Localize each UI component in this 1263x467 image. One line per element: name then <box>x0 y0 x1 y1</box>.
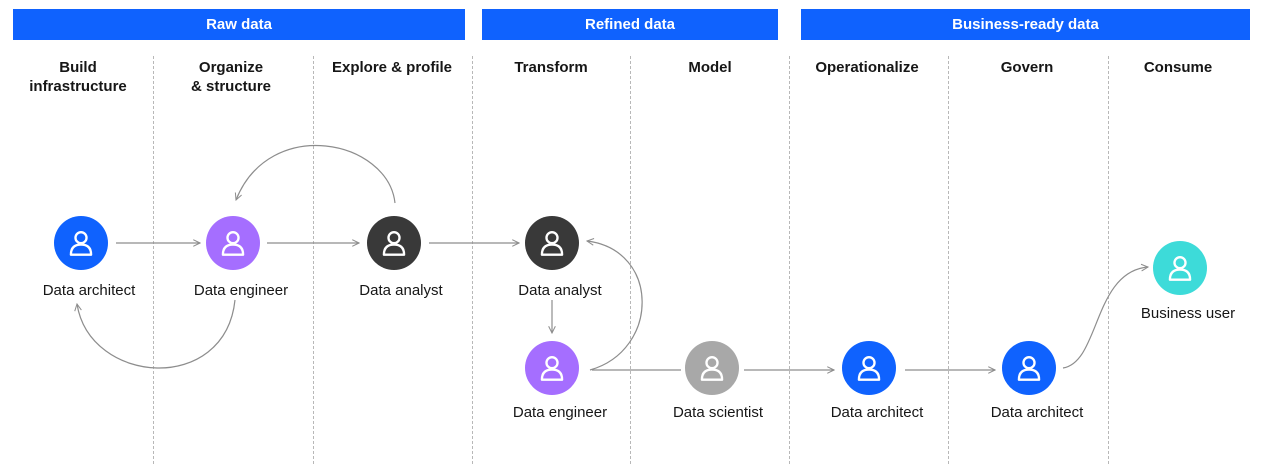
person-icon <box>857 355 881 381</box>
persona-data-engineer <box>525 341 579 395</box>
band-raw-data: Raw data <box>13 9 465 40</box>
persona-label: Data analyst <box>359 282 443 299</box>
persona-label: Data scientist <box>672 404 764 421</box>
column-divider <box>153 56 154 464</box>
person-icon <box>700 355 724 381</box>
column-divider <box>1108 56 1109 464</box>
person-icon <box>221 230 245 256</box>
persona-label: Data architect <box>990 404 1084 421</box>
band-refined-data: Refined data <box>482 9 778 40</box>
arrow-engineer-up-to-analyst <box>587 241 643 371</box>
person-icon <box>69 230 93 256</box>
person-icon <box>382 230 406 256</box>
persona-data-architect <box>842 341 896 395</box>
persona-data-architect <box>1002 341 1056 395</box>
stage-govern: Govern <box>1000 59 1054 76</box>
column-divider <box>630 56 631 464</box>
stage-build-infrastructure: Build infrastructure <box>29 59 127 95</box>
arrow-architect-to-business-user <box>1062 267 1148 369</box>
persona-data-analyst <box>367 216 421 270</box>
person-icon <box>540 355 564 381</box>
stage-organize-structure: Organize & structure <box>190 59 272 95</box>
persona-label: Data analyst <box>518 282 602 299</box>
stage-operationalize: Operationalize <box>815 59 919 76</box>
persona-business-user <box>1153 241 1207 295</box>
arrow-analyst-back-to-engineer <box>236 144 396 204</box>
band-business-ready-data: Business-ready data <box>801 9 1250 40</box>
stage-consume: Consume <box>1143 59 1213 76</box>
person-icon <box>540 230 564 256</box>
arrow-engineer-back-to-architect <box>77 299 236 369</box>
persona-label: Data architect <box>42 282 136 299</box>
column-divider <box>948 56 949 464</box>
persona-label: Business user <box>1140 305 1236 322</box>
persona-label: Data engineer <box>193 282 289 299</box>
column-divider <box>472 56 473 464</box>
stage-model: Model <box>688 59 732 76</box>
column-divider <box>789 56 790 464</box>
persona-data-architect <box>54 216 108 270</box>
persona-data-engineer <box>206 216 260 270</box>
persona-label: Data engineer <box>512 404 608 421</box>
person-icon <box>1017 355 1041 381</box>
persona-data-analyst <box>525 216 579 270</box>
stage-transform: Transform <box>514 59 588 76</box>
stage-explore-profile: Explore & profile <box>331 59 453 76</box>
persona-label: Data architect <box>830 404 924 421</box>
persona-data-scientist <box>685 341 739 395</box>
column-divider <box>313 56 314 464</box>
person-icon <box>1168 255 1192 281</box>
